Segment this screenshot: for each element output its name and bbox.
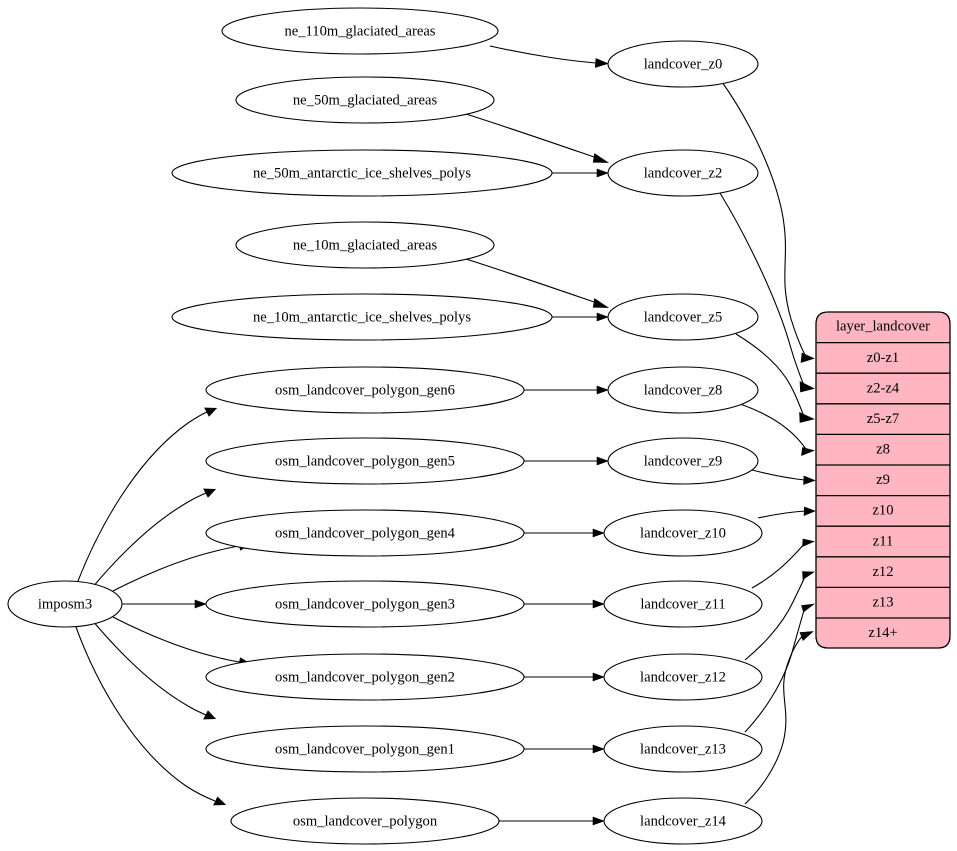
layer-landcover-table[interactable]: layer_landcover z0-z1 z2-z4 z5-z7 z8 z9 … [815, 311, 951, 649]
edge-ne110-to-z0 [489, 45, 598, 64]
edge-z2-to-row-z2z4 [719, 192, 804, 384]
edge-z10-to-row-z10 [757, 510, 806, 519]
edge-imposm3-to-gen1 [91, 619, 207, 716]
arrow-head [799, 631, 814, 642]
arrow-head [592, 816, 605, 826]
natural-earth-node-group: ne_110m_glaciated_areas ne_50m_glaciated… [171, 7, 553, 341]
node-osm-landcover-polygon[interactable]: osm_landcover_polygon [230, 797, 500, 845]
node-ellipse[interactable] [235, 221, 495, 269]
node-ellipse[interactable] [7, 580, 123, 628]
node-landcover-z13[interactable]: landcover_z13 [603, 725, 763, 773]
arrow-head [799, 412, 815, 423]
node-ne-10m-antarctic-ice-shelves-polys[interactable]: ne_10m_antarctic_ice_shelves_polys [171, 293, 553, 341]
edge-z0-to-row-z0z1 [721, 81, 806, 356]
node-ellipse[interactable] [607, 437, 759, 485]
arrow-head [596, 456, 609, 466]
node-osm-landcover-polygon-gen3[interactable]: osm_landcover_polygon_gen3 [205, 580, 525, 628]
edge-imposm3-to-gen2 [112, 616, 241, 663]
arrow-head [596, 168, 609, 178]
arrow-head [592, 153, 610, 163]
arrow-head [204, 407, 218, 417]
arrow-head [803, 475, 816, 485]
node-ellipse[interactable] [603, 725, 763, 773]
node-ellipse[interactable] [205, 509, 525, 557]
edge-ne10glac-to-z5 [465, 258, 598, 304]
edge-z8-to-row-z8 [739, 403, 807, 450]
node-imposm3[interactable]: imposm3 [7, 580, 123, 628]
arrow-head [802, 538, 815, 547]
node-ne-50m-antarctic-ice-shelves-polys[interactable]: ne_50m_antarctic_ice_shelves_polys [171, 149, 553, 197]
node-ellipse[interactable] [171, 149, 553, 197]
node-ellipse[interactable] [607, 366, 759, 414]
node-ellipse[interactable] [205, 580, 525, 628]
node-ellipse[interactable] [607, 149, 759, 197]
edge-ne50glac-to-z2 [465, 113, 598, 159]
arrow-head [801, 447, 815, 456]
osm-node-group: osm_landcover_polygon_gen6 osm_landcover… [205, 366, 525, 845]
node-landcover-z0[interactable]: landcover_z0 [607, 40, 759, 88]
arrow-head [801, 603, 816, 613]
arrow-head [592, 672, 605, 682]
table-body [815, 311, 951, 649]
edge-z14-to-row-z14plus [744, 634, 804, 805]
node-landcover-z11[interactable]: landcover_z11 [603, 580, 763, 628]
edge-z12-to-row-z12 [744, 573, 807, 661]
edge-imposm3-to-gen6 [77, 411, 208, 582]
arrow-head [203, 488, 217, 498]
node-ellipse[interactable] [221, 7, 499, 55]
node-ellipse[interactable] [603, 509, 763, 557]
edge-z11-to-row-z11 [751, 541, 807, 589]
node-ellipse[interactable] [230, 797, 500, 845]
node-ne-110m-glaciated-areas[interactable]: ne_110m_glaciated_areas [221, 7, 499, 55]
node-ellipse[interactable] [205, 725, 525, 773]
node-landcover-z9[interactable]: landcover_z9 [607, 437, 759, 485]
edge-imposm3-to-gen4 [112, 545, 241, 592]
node-osm-landcover-polygon-gen5[interactable]: osm_landcover_polygon_gen5 [205, 437, 525, 485]
node-ne-10m-glaciated-areas[interactable]: ne_10m_glaciated_areas [235, 221, 495, 269]
arrow-head [592, 744, 605, 754]
edge-imposm3-to-gen5 [91, 492, 207, 589]
arrow-head [596, 385, 609, 395]
landcover-node-group: landcover_z0 landcover_z2 landcover_z5 l… [603, 40, 763, 845]
node-landcover-z2[interactable]: landcover_z2 [607, 149, 759, 197]
node-landcover-z8[interactable]: landcover_z8 [607, 366, 759, 414]
arrow-head [802, 571, 815, 581]
arrow-head [592, 599, 605, 609]
edge-imposm3-to-polygon [75, 626, 216, 802]
node-osm-landcover-polygon-gen4[interactable]: osm_landcover_polygon_gen4 [205, 509, 525, 557]
node-ellipse[interactable] [205, 653, 525, 701]
node-osm-landcover-polygon-gen2[interactable]: osm_landcover_polygon_gen2 [205, 653, 525, 701]
node-ellipse[interactable] [603, 653, 763, 701]
arrow-head [594, 58, 609, 68]
node-ellipse[interactable] [235, 76, 495, 124]
node-osm-landcover-polygon-gen1[interactable]: osm_landcover_polygon_gen1 [205, 725, 525, 773]
arrow-head [203, 710, 217, 720]
arrow-head [592, 528, 605, 538]
node-landcover-z10[interactable]: landcover_z10 [603, 509, 763, 557]
edge-z5-to-row-z5z7 [735, 333, 804, 415]
node-landcover-z12[interactable]: landcover_z12 [603, 653, 763, 701]
node-ellipse[interactable] [205, 437, 525, 485]
edge-z9-to-row-z9 [751, 469, 806, 481]
arrow-head [194, 599, 207, 609]
edge-z13-to-row-z13 [744, 606, 806, 733]
arrow-head [800, 352, 815, 363]
node-ellipse[interactable] [603, 797, 763, 845]
node-landcover-z5[interactable]: landcover_z5 [607, 293, 759, 341]
arrow-head [213, 796, 227, 806]
node-ellipse[interactable] [607, 293, 759, 341]
arrow-head [596, 312, 609, 322]
node-ellipse[interactable] [603, 580, 763, 628]
node-osm-landcover-polygon-gen6[interactable]: osm_landcover_polygon_gen6 [205, 366, 525, 414]
arrow-head [803, 506, 816, 516]
arrow-head [592, 298, 610, 308]
node-ne-50m-glaciated-areas[interactable]: ne_50m_glaciated_areas [235, 76, 495, 124]
node-ellipse[interactable] [607, 40, 759, 88]
node-ellipse[interactable] [205, 366, 525, 414]
arrow-head [799, 381, 815, 393]
node-landcover-z14[interactable]: landcover_z14 [603, 797, 763, 845]
node-ellipse[interactable] [171, 293, 553, 341]
